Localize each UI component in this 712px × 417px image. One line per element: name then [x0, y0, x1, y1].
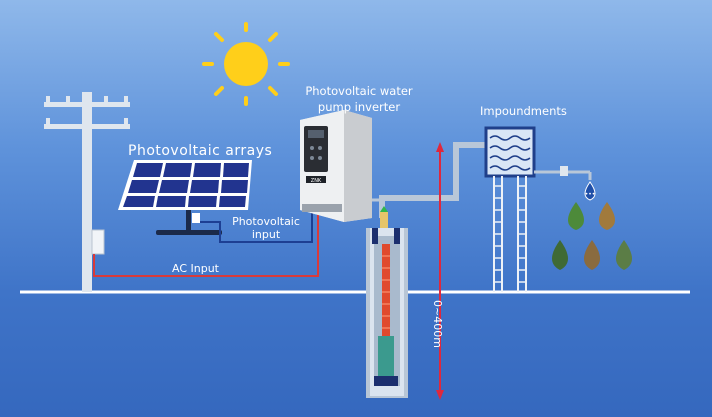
inverter-display-text: ZNK	[311, 178, 322, 184]
water-tank-icon	[484, 126, 592, 292]
impoundments-label: Impoundments	[480, 104, 567, 118]
pv-wire	[200, 212, 313, 243]
submersible-pump-icon	[366, 206, 408, 398]
inverter-icon	[300, 110, 372, 222]
depth-arrow	[436, 142, 444, 400]
water-drop-icon: •••	[584, 181, 596, 201]
inverter-label: Photovoltaic water pump inverter	[305, 84, 413, 114]
photovoltaic-input-label: Photovoltaic input	[232, 215, 300, 241]
irrigation-scene-drop	[552, 202, 632, 270]
depth-label: 0~400m	[431, 300, 444, 348]
solar-panel-icon	[118, 160, 252, 235]
photovoltaic-arrays-label: Photovoltaic arrays	[128, 143, 273, 159]
svg-text:•••: •••	[585, 191, 596, 198]
sun-icon	[202, 22, 290, 106]
ac-input-label: AC Input	[172, 262, 219, 275]
ac-input-wire	[93, 214, 319, 277]
water-pipe	[379, 142, 488, 218]
utility-pole-icon	[44, 92, 130, 292]
